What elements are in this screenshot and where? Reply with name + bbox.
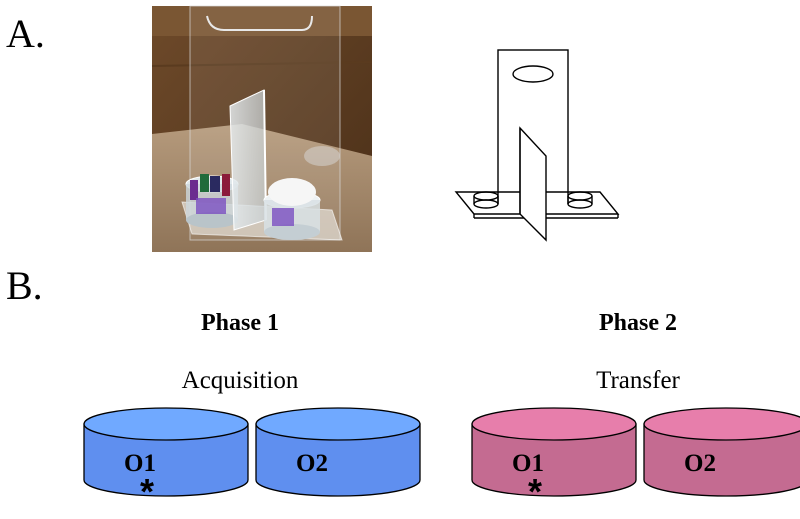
- panel-b-label: B.: [6, 263, 43, 308]
- object-label: O1: [512, 450, 544, 477]
- phase-2-object-2-container: O2: [643, 407, 800, 497]
- phase-2-object-1-container: O1*: [471, 407, 637, 512]
- phase-2-title: Phase 2: [599, 310, 677, 336]
- reward-marker: *: [528, 471, 542, 512]
- apparatus-line-drawing: [454, 49, 620, 242]
- reward-marker: *: [140, 471, 154, 512]
- container-body: [471, 423, 637, 497]
- phase-1-object-1-container: O1*: [83, 407, 249, 512]
- container-body: [255, 423, 421, 497]
- object-label: O2: [684, 450, 716, 477]
- container-top: [255, 407, 421, 441]
- container-top: [83, 407, 249, 441]
- panel-a-label: A.: [6, 11, 45, 56]
- phase-1-object-2-container: O2: [255, 407, 421, 497]
- container-top: [643, 407, 800, 441]
- apparatus-photo: [151, 5, 373, 252]
- phase-2-subtitle: Transfer: [596, 367, 680, 394]
- phase-1-subtitle: Acquisition: [181, 367, 299, 394]
- container-body: [643, 423, 800, 497]
- container-top: [471, 407, 637, 441]
- phase-1-title: Phase 1: [201, 310, 279, 336]
- object-label: O1: [124, 450, 156, 477]
- object-label: O2: [296, 450, 328, 477]
- container-body: [83, 423, 249, 497]
